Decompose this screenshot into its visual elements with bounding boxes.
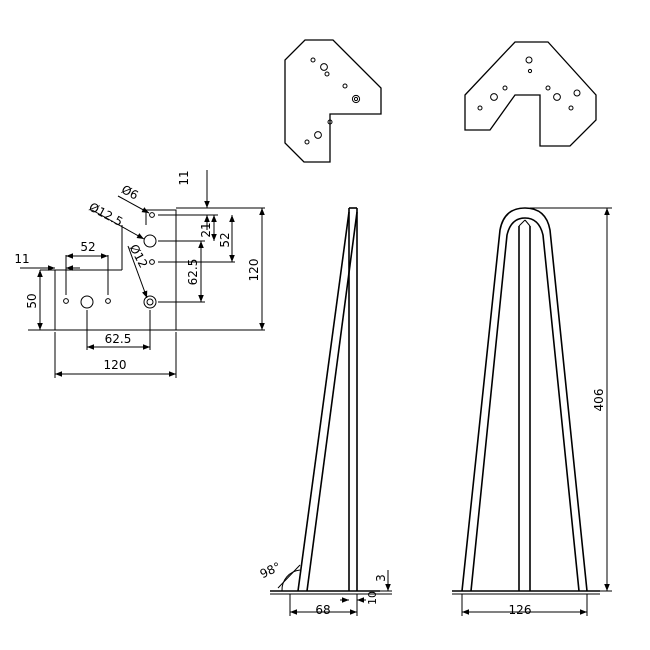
dim-spacing-h-52: 52 [80, 240, 95, 254]
dim-width-120: 120 [104, 358, 127, 372]
dim-center-v-62-5: 62.5 [186, 259, 200, 286]
dim-edge-left-11: 11 [14, 252, 29, 266]
dim-dia-12-5: Ø12.5 [87, 200, 126, 229]
dim-spacing-v-52: 52 [218, 232, 232, 247]
dim-height-406: 406 [592, 389, 606, 412]
dim-rod-gap-10: 10 [366, 591, 379, 605]
plate-view-left [284, 39, 382, 163]
hole-large-left [80, 295, 94, 309]
dim-front-base-126: 126 [509, 603, 532, 617]
hole-large-top [143, 234, 157, 248]
dim-arm-height-50: 50 [25, 293, 39, 308]
plate-view-right [464, 41, 597, 147]
side-view: 98° 68 10 3 [258, 207, 392, 617]
dim-center-h-62-5: 62.5 [105, 332, 132, 346]
hole-small-top [149, 212, 155, 218]
hole-bottom [143, 295, 157, 309]
dim-side-base-68: 68 [315, 603, 330, 617]
front-view: 406 126 [452, 207, 612, 617]
dim-angle-98: 98° [258, 560, 283, 582]
dim-height-120: 120 [247, 259, 261, 282]
dim-edge-top-11: 11 [177, 170, 191, 185]
dim-dia-6: Ø6 [119, 182, 141, 202]
dim-plate-thickness-3: 3 [374, 574, 388, 582]
plan-view: 120 52 21 62.5 11 120 62.5 52 11 50 Ø6 [14, 170, 265, 378]
dim-offset-21: 21 [199, 222, 213, 237]
